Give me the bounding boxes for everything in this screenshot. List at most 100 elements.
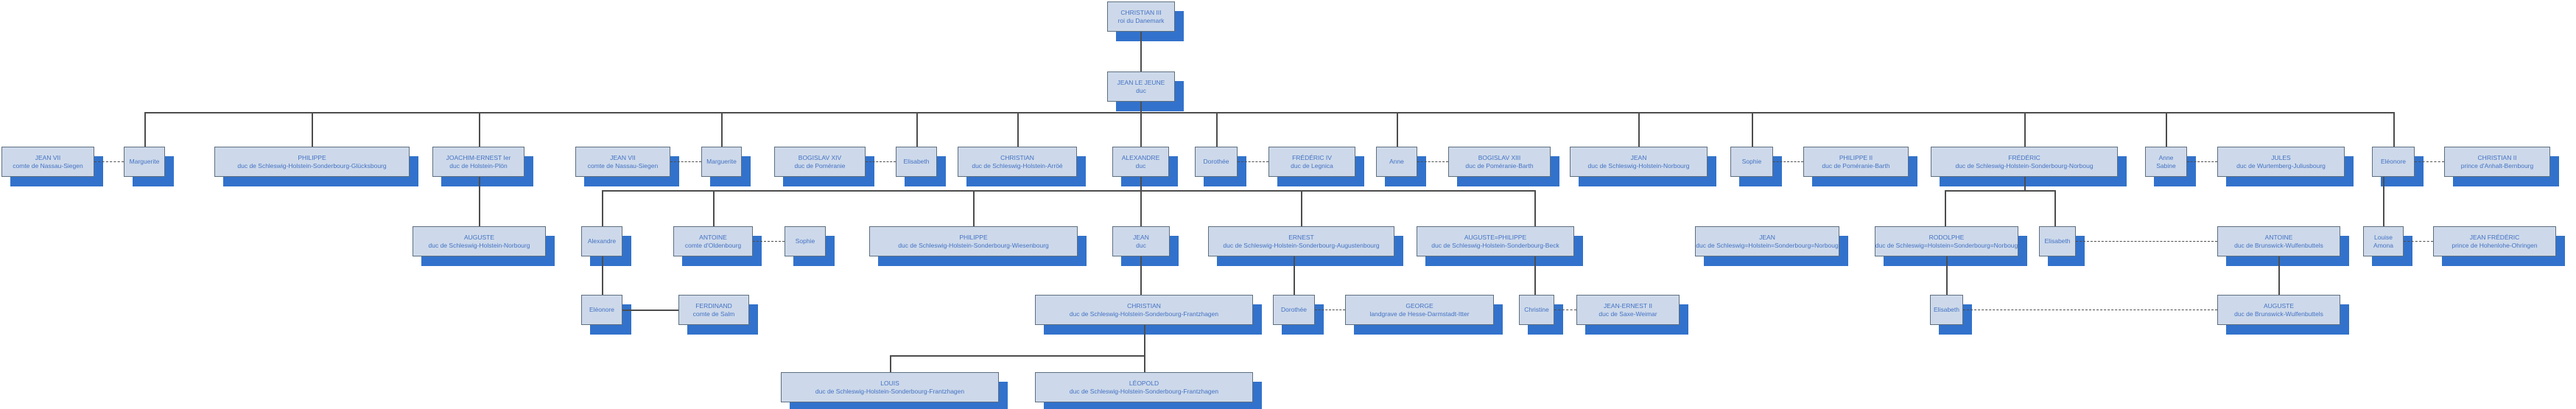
person-name: Sophie [795,237,815,245]
person-node-sophie-27[interactable]: Sophie [785,226,826,256]
descent-line-vertical [479,112,480,147]
person-title: duc de Schleswig-Holstein-Norbourg [428,241,530,249]
person-name: RODOLPHE [1929,233,1965,241]
person-title: roi du Danemark [1117,16,1165,24]
person-node-doroth-e-12[interactable]: Dorothée [1195,147,1238,177]
person-title: duc de Schleswig-Holstein-Norbourg [1587,161,1690,169]
person-name: JEAN [1133,233,1149,241]
person-name: GEORGE [1405,301,1433,310]
descent-line-vertical [602,256,603,295]
person-node-anne-14[interactable]: Anne [1376,147,1417,177]
person-title: duc de Brunswick-Wulfenbuttels [2234,310,2323,318]
person-title: comte de Nassau-Siegen [587,161,659,169]
descent-line-vertical [1140,256,1142,295]
person-title: prince de Hohenlohe-Ohringen [2452,241,2538,249]
person-node-el-onore-38[interactable]: Eléonore [581,295,622,325]
person-node-el-onore-22[interactable]: Eléonore [2372,147,2415,177]
person-name: JEAN-ERNEST II [1604,301,1652,310]
person-node-sophie-17[interactable]: Sophie [1730,147,1773,177]
descent-line-horizontal [622,310,678,311]
person-node-alexandre-25[interactable]: Alexandre [581,226,622,256]
person-name: Elisabeth [2044,237,2071,245]
person-name: JEAN [1630,153,1647,161]
descent-line-vertical [1946,256,1948,295]
person-node-marguerite-3[interactable]: Marguerite [124,147,165,177]
person-node-elisabeth-34[interactable]: Elisabeth [2039,226,2076,256]
person-name: AUGUSTE [2263,301,2295,310]
person-title: duc de Legnica [1291,161,1333,169]
person-title: duc de Poméranie-Barth [1822,161,1890,169]
descent-line-horizontal [1945,190,2054,192]
person-name: FERDINAND [695,301,732,310]
person-title: duc de Schleswig-Holstein-Sonderbourg-Fr… [1069,310,1219,318]
person-name: Eléonore [2380,158,2407,165]
person-node-marguerite-7[interactable]: Marguerite [701,147,742,177]
person-title: comte de Nassau-Siegen [13,161,83,169]
person-node-christine-43[interactable]: Christine [1519,295,1554,325]
person-name: CHRISTIAN III [1120,8,1162,16]
person-title: duc de Schleswig-Holstein-Arröé [972,161,1063,169]
descent-line-vertical [1945,190,1946,226]
descent-line-vertical [2024,177,2026,190]
person-name: CHRISTIAN [1127,301,1161,310]
descent-line-vertical [479,177,480,226]
person-title: duc de Schleswig=Holstein=Sonderbourg=No… [1696,241,1839,249]
person-title: Sabine [2156,161,2176,169]
marriage-line-horizontal [2076,241,2217,242]
person-title: duc de Brunswick-Wulfenbuttels [2234,241,2323,249]
descent-line-vertical [721,112,723,147]
person-name: PHILIPPE [298,153,326,161]
person-node-doroth-e-41[interactable]: Dorothée [1273,295,1315,325]
descent-line-vertical [1140,101,1142,112]
descent-line-vertical [312,112,313,147]
marriage-line-horizontal [2187,161,2217,162]
descent-line-vertical [602,190,603,226]
person-node-elisabeth-9[interactable]: Elisabeth [896,147,937,177]
descent-line-vertical [1294,256,1295,295]
person-name: Elisabeth [903,158,930,165]
person-title: duc de Schleswig-Holstein-Sonderbourg-Gl… [237,161,387,169]
person-title: duc de Schleswig-Holstein-Sonderbourg-Au… [1223,241,1380,249]
person-name: Elisabeth [1934,306,1959,313]
person-name: Eléonore [589,306,615,313]
descent-line-vertical [1752,112,1753,147]
person-node-elisabeth-45[interactable]: Elisabeth [1930,295,1963,325]
person-name: JULES [2271,153,2291,161]
